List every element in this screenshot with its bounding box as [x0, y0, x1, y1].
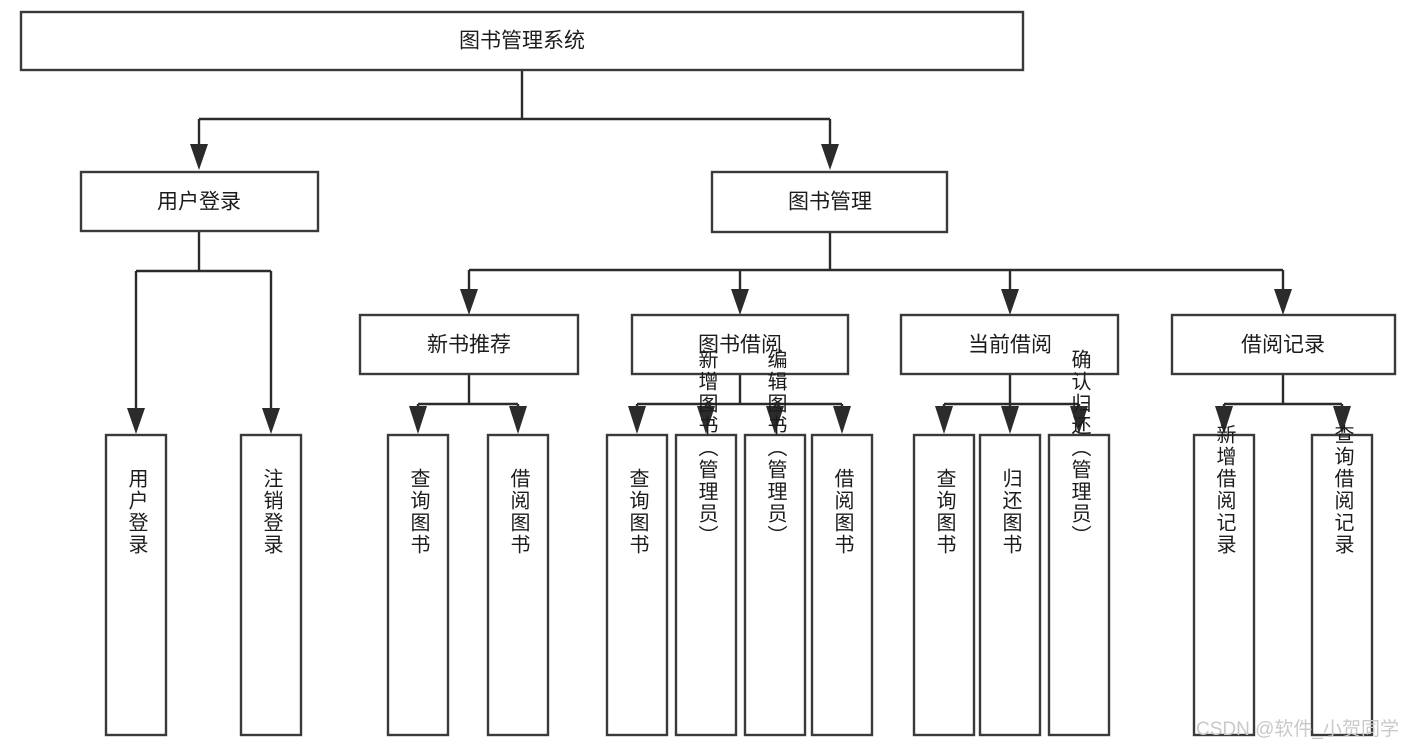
leaf-query-record-label: 查询借阅记录	[1331, 424, 1354, 556]
leaf-node[interactable]: 查询图书	[386, 433, 450, 737]
leaf-query-book-1-box[interactable]	[386, 433, 450, 737]
leaf-query-book-2-box[interactable]	[605, 433, 669, 737]
node-book-manage-label: 图书管理	[788, 191, 872, 214]
arrow-head-leaf-user-login	[127, 408, 145, 434]
node-new-book-recommend-box[interactable]	[358, 313, 580, 376]
arrow-head-leaf-edit-book	[766, 406, 784, 434]
leaf-node[interactable]: 归还图书	[978, 433, 1042, 737]
leaf-add-record-box[interactable]	[1192, 433, 1256, 737]
arrow-head-record	[1274, 289, 1292, 315]
leaf-borrow-book-1-box[interactable]	[486, 433, 550, 737]
arrow-head-leaf-query-record	[1333, 406, 1351, 434]
node-book-manage-box[interactable]	[710, 170, 949, 234]
leaf-query-book-2-label: 查询图书	[626, 468, 649, 556]
connector-layer	[127, 70, 1351, 434]
node-root-box[interactable]	[19, 10, 1025, 72]
arrow-head-leaf-logout-login	[262, 408, 280, 434]
leaf-logout-login-label: 注销登录	[260, 468, 283, 556]
leaf-query-book-1-label: 查询图书	[407, 468, 430, 556]
arrow-head-leaf-query-book-3	[935, 406, 953, 434]
leaf-query-book-3-box[interactable]	[912, 433, 976, 737]
leaf-borrow-book-2-label: 借阅图书	[831, 468, 854, 556]
node-root-label: 图书管理系统	[459, 30, 585, 53]
node-current-borrow-box[interactable]	[899, 313, 1120, 376]
leaf-node[interactable]: 用户登录	[104, 433, 168, 737]
node-new-book-recommend[interactable]: 新书推荐	[358, 313, 580, 376]
node-book-borrow-label: 图书借阅	[698, 334, 782, 357]
leaf-edit-book-box[interactable]	[743, 433, 807, 737]
node-user-login[interactable]: 用户登录	[79, 170, 320, 233]
leaf-confirm-return-box[interactable]	[1047, 433, 1111, 737]
leaf-node[interactable]: 编辑图书（管理员）	[743, 349, 807, 737]
node-user-login-label: 用户登录	[157, 191, 241, 214]
leaf-edit-book-label: 编辑图书（管理员）	[764, 349, 787, 547]
leaf-query-book-3-label: 查询图书	[933, 468, 956, 556]
node-borrow-record-box[interactable]	[1170, 313, 1397, 376]
node-current-borrow-label: 当前借阅	[968, 334, 1052, 357]
leaf-node[interactable]: 借阅图书	[486, 433, 550, 737]
arrow-head-user-login	[190, 144, 208, 170]
leaf-add-record-label: 新增借阅记录	[1213, 424, 1236, 556]
leaf-node[interactable]: 确认归还（管理员）	[1047, 349, 1111, 737]
arrow-head-leaf-borrow-book-1	[509, 406, 527, 434]
leaf-user-login-box[interactable]	[104, 433, 168, 737]
node-new-book-recommend-label: 新书推荐	[427, 334, 511, 357]
leaf-user-login-label: 用户登录	[125, 468, 148, 556]
leaf-query-record-box[interactable]	[1310, 433, 1374, 737]
leaf-node[interactable]: 查询借阅记录	[1310, 424, 1374, 737]
arrow-head-leaf-add-record	[1215, 406, 1233, 434]
leaf-return-book-box[interactable]	[978, 433, 1042, 737]
node-book-borrow[interactable]: 图书借阅	[630, 313, 850, 376]
leaf-node[interactable]: 查询图书	[605, 433, 669, 737]
leaf-node[interactable]: 查询图书	[912, 433, 976, 737]
leaf-add-book-label: 新增图书（管理员）	[695, 349, 718, 547]
leaf-node[interactable]: 借阅图书	[810, 433, 874, 737]
node-root[interactable]: 图书管理系统	[19, 10, 1025, 72]
leaf-node[interactable]: 新增借阅记录	[1192, 424, 1256, 737]
leaf-node[interactable]: 注销登录	[239, 433, 303, 737]
arrow-head-leaf-query-book-1	[409, 406, 427, 434]
arrow-head-leaf-query-book-2	[628, 406, 646, 434]
node-book-manage[interactable]: 图书管理	[710, 170, 949, 234]
arrow-head-recommend	[460, 289, 478, 315]
arrow-head-leaf-return-book	[1001, 406, 1019, 434]
arrow-head-current	[1001, 289, 1019, 315]
leaf-node[interactable]: 新增图书（管理员）	[674, 349, 738, 737]
arrow-head-book-manage	[821, 144, 839, 170]
leaf-borrow-book-2-box[interactable]	[810, 433, 874, 737]
node-borrow-record[interactable]: 借阅记录	[1170, 313, 1397, 376]
node-book-borrow-box[interactable]	[630, 313, 850, 376]
node-user-login-box[interactable]	[79, 170, 320, 233]
arrow-head-leaf-borrow-book-2	[833, 406, 851, 434]
leaf-return-book-label: 归还图书	[999, 468, 1022, 556]
leaf-confirm-return-label: 确认归还（管理员）	[1068, 349, 1091, 547]
arrow-head-leaf-confirm-return	[1070, 406, 1088, 434]
arrow-head-borrow	[731, 289, 749, 315]
arrow-head-leaf-add-book	[697, 406, 715, 434]
node-borrow-record-label: 借阅记录	[1241, 334, 1325, 357]
leaf-add-book-box[interactable]	[674, 433, 738, 737]
leaf-borrow-book-1-label: 借阅图书	[507, 468, 530, 556]
node-current-borrow[interactable]: 当前借阅	[899, 313, 1120, 376]
leaf-logout-login-box[interactable]	[239, 433, 303, 737]
csdn-watermark: CSDN @软件_小贺同学	[1196, 718, 1399, 740]
